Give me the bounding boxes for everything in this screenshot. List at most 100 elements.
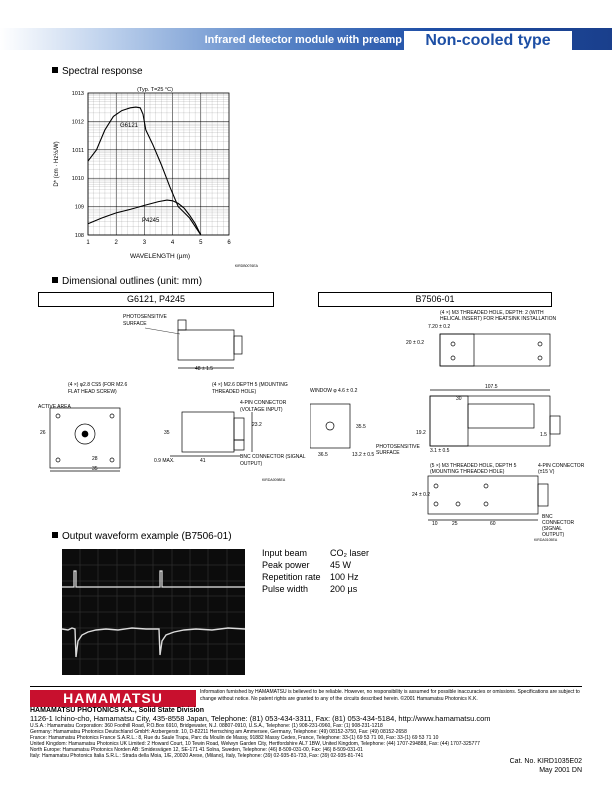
y-tick-label: 1013 xyxy=(72,91,84,97)
dim-30: 30 xyxy=(456,396,462,402)
x-tick-label: 2 xyxy=(115,240,119,246)
signal-trace xyxy=(61,627,246,658)
drawing-g6121-p4245 xyxy=(49,319,253,472)
module-side-view xyxy=(181,411,235,453)
square-bullet-icon xyxy=(52,67,58,73)
dim-28: 28 xyxy=(92,456,98,462)
param-label-peak-power: Peak power xyxy=(262,560,310,570)
label-bnc-connector: BNC CONNECTOR (SIGNAL OUTPUT) xyxy=(240,454,306,467)
chart-grid xyxy=(87,93,229,236)
module-bottom-view xyxy=(427,475,539,515)
model-box-b7506-01: B7506-01 xyxy=(318,292,552,307)
label-m3-helical: (4 ×) M3 THREADED HOLE, DEPTH: 2 (WITH H… xyxy=(440,310,557,322)
x-tick-label: 3 xyxy=(143,240,147,246)
param-value-peak-power: 45 W xyxy=(330,560,352,570)
dim-1-5: 1.5 xyxy=(540,432,547,438)
x-axis-label: WAVELENGTH (µm) xyxy=(130,253,190,260)
series-line-p4245 xyxy=(87,199,202,236)
dim-107-5: 107.5 xyxy=(485,384,498,390)
y-tick-label: 1011 xyxy=(72,148,84,154)
label-4pin-connector: 4-PIN CONNECTOR (VOLTAGE INPUT) xyxy=(240,400,287,413)
section-dimensional-outlines: Dimensional outlines (unit: mm) xyxy=(52,276,202,287)
x-tick-label: 1 xyxy=(86,240,90,246)
section-output-waveform: Output waveform example (B7506-01) xyxy=(52,531,232,542)
dim-19-2: 19.2 xyxy=(416,430,426,436)
x-tick-label: 4 xyxy=(171,240,175,246)
y-tick-label: 1012 xyxy=(72,119,84,125)
dim-48: 48 ± 1.5 xyxy=(195,366,214,372)
label-bnc-connector-right: BNC CONNECTOR (SIGNAL OUTPUT) xyxy=(542,514,575,538)
window-circle xyxy=(325,421,335,431)
label-cs-hole: (4 ×) φ2.8 CS5 (FOR M2.6 FLAT HEAD SCREW… xyxy=(68,382,128,395)
curve-label-p4245: P4245 xyxy=(142,218,160,224)
section-title: Dimensional outlines (unit: mm) xyxy=(62,276,203,287)
figure-code: KIRDB0076EA xyxy=(235,264,259,268)
label-m3-mount: (5 ×) M3 THREADED HOLE, DEPTH 5 (MOUNTIN… xyxy=(430,463,517,475)
header-type: Non-cooled type xyxy=(404,31,572,50)
section-title: Output waveform example (B7506-01) xyxy=(62,531,232,542)
y-tick-label: 108 xyxy=(75,233,84,239)
footer-disclaimer: Information furnished by HAMAMATSU is be… xyxy=(200,689,580,702)
window-front-view xyxy=(310,403,351,449)
dim-24: 24 ± 0.2 xyxy=(412,492,431,498)
series-line-g6121 xyxy=(87,106,202,236)
y-tick-label: 109 xyxy=(75,205,84,211)
dim-10: 10 xyxy=(432,521,438,527)
oscilloscope-grid xyxy=(62,549,245,675)
dim-35b: 35 xyxy=(164,430,170,436)
dim-09-max: 0.9 MAX. xyxy=(154,458,175,464)
param-value-pulse-width: 200 µs xyxy=(330,584,358,594)
square-bullet-icon xyxy=(52,532,58,538)
footer-main-address: 1126-1 Ichino-cho, Hamamatsu City, 435-8… xyxy=(30,714,491,723)
param-value-repetition-rate: 100 Hz xyxy=(330,572,359,582)
dim-36-5: 36.5 xyxy=(318,452,328,458)
drawing-b7506-01 xyxy=(310,333,561,521)
dim-25: 25 xyxy=(452,521,458,527)
catalog-number: Cat. No. KIRD1035E02 xyxy=(509,758,582,765)
active-area-circle xyxy=(74,423,96,445)
chart-condition: (Typ. T=25 °C) xyxy=(137,87,173,93)
dim-60: 60 xyxy=(490,521,496,527)
curve-label-g6121: G6121 xyxy=(120,123,139,129)
model-box-g6121-p4245: G6121, P4245 xyxy=(38,292,274,307)
dim-26: 26 xyxy=(40,430,46,436)
footer-address-france: France: Hamamatsu Photonics France S.A.R… xyxy=(30,735,439,741)
module-top-view xyxy=(177,329,235,361)
hamamatsu-logo: HAMAMATSU xyxy=(30,690,196,707)
module-front-view xyxy=(49,407,121,469)
dim-20: 20 ± 0.2 xyxy=(406,340,425,346)
footer-divider xyxy=(30,686,582,687)
module-side-view xyxy=(429,395,551,447)
x-tick-label: 6 xyxy=(227,240,231,246)
footer-address-usa: U.S.A.: Hamamatsu Corporation: 360 Footh… xyxy=(30,723,383,729)
dim-23-2: 23.2 xyxy=(252,422,262,428)
dim-7-20: 7.20 ± 0.2 xyxy=(428,324,451,330)
dim-3-1: 3.1 ± 0.5 xyxy=(430,448,450,454)
trigger-trace xyxy=(62,570,245,588)
param-value-input-beam: CO₂ laser xyxy=(330,548,370,558)
square-bullet-icon xyxy=(52,277,58,283)
chart-series xyxy=(87,106,202,236)
label-window: WINDOW φ 4.6 ± 0.2 xyxy=(310,388,358,394)
oscilloscope-image xyxy=(61,549,246,675)
footer-address-italy: Italy: Hamamatsu Photonics Italia S.R.L.… xyxy=(30,753,364,759)
figure-code-right: KIRDA0105EA xyxy=(534,538,558,542)
label-m26-hole: (4 ×) M2.6 DEPTH 5 (MOUNTING THREADED HO… xyxy=(212,382,288,395)
catalog-info: Cat. No. KIRD1035E02 May 2001 DN xyxy=(510,757,582,775)
label-active-area: ACTIVE AREA xyxy=(38,404,71,410)
dim-35-5: 35.5 xyxy=(356,424,366,430)
footer-address-germany: Germany: Hamamatsu Photonics Deutschland… xyxy=(30,729,407,735)
param-label-input-beam: Input beam xyxy=(262,548,308,558)
dim-13-2: 13.2 ± 0.5 xyxy=(352,452,375,458)
dim-41: 41 xyxy=(200,458,206,464)
catalog-date: May 2001 DN xyxy=(539,767,582,774)
section-title: Spectral response xyxy=(62,66,143,77)
label-4pin-connector-right: 4-PIN CONNECTOR (±15 V) xyxy=(538,463,585,475)
x-tick-label: 5 xyxy=(199,240,203,246)
oscilloscope-trace xyxy=(61,549,246,675)
param-label-pulse-width: Pulse width xyxy=(262,584,309,594)
section-spectral-response: Spectral response xyxy=(52,66,143,77)
footer-address-uk: United Kingdom: Hamamatsu Photonics UK L… xyxy=(30,741,480,747)
footer-company: HAMAMATSU PHOTONICS K.K., Solid State Di… xyxy=(30,707,204,714)
